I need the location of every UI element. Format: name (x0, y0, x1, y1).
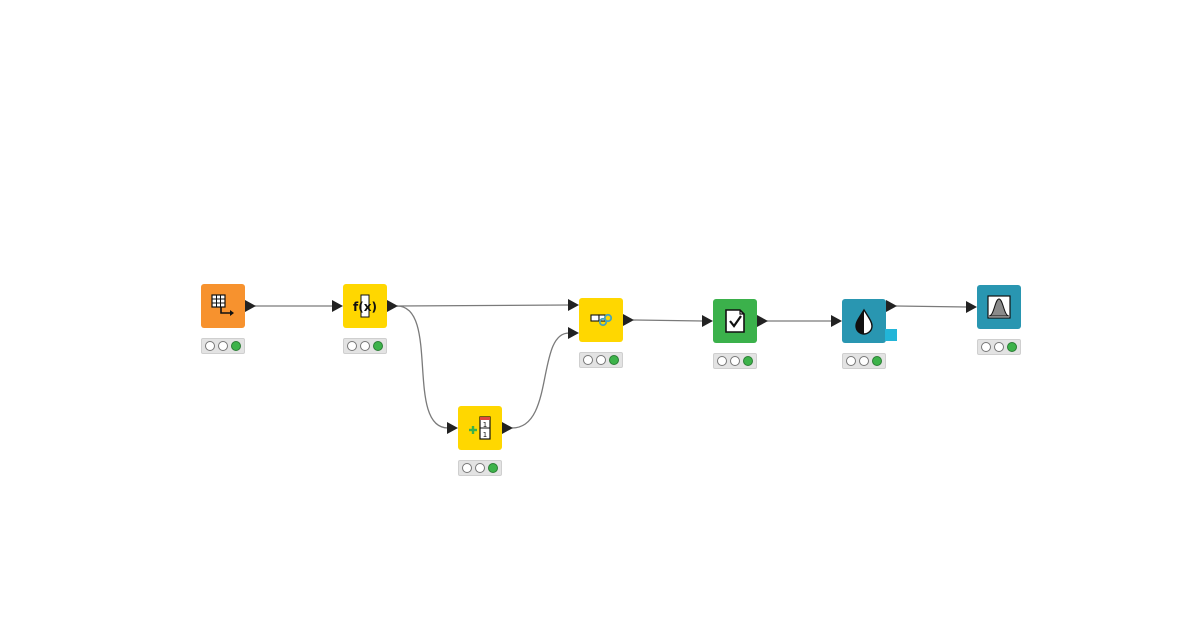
status-light-green (1007, 342, 1017, 352)
status-light-red (347, 341, 357, 351)
node-distribution-view-body[interactable] (977, 285, 1021, 329)
status-light-red (462, 463, 472, 473)
node-table-creator-output-port[interactable] (245, 300, 256, 312)
table-creator-icon (211, 294, 234, 316)
connection-math-formula-joiner[interactable] (396, 304, 570, 307)
node-math-formula-input-port[interactable] (332, 300, 343, 312)
status-light-yellow (475, 463, 485, 473)
status-light-red (717, 356, 727, 366)
node-joiner-status (579, 352, 623, 368)
svg-text:1: 1 (483, 431, 487, 439)
node-joiner-body[interactable] (579, 298, 623, 342)
node-distribution-view-input-port[interactable] (966, 301, 977, 313)
connection-joiner-validation[interactable] (632, 319, 704, 322)
color-drop-icon (855, 308, 873, 335)
status-light-yellow (596, 355, 606, 365)
document-check-icon (725, 309, 745, 333)
node-table-creator-body[interactable] (201, 284, 245, 328)
node-counter-generation-output-port[interactable] (502, 422, 513, 434)
math-formula-icon: f(x) (353, 294, 377, 318)
status-light-red (846, 356, 856, 366)
status-light-yellow (859, 356, 869, 366)
status-light-yellow (218, 341, 228, 351)
node-color-manager-output-port[interactable] (886, 300, 897, 312)
connection-color-manager-distribution-view[interactable] (895, 305, 968, 308)
joiner-icon (590, 313, 613, 327)
node-color-manager-body[interactable] (842, 299, 886, 343)
status-light-red (205, 341, 215, 351)
node-joiner-input-port-bottom[interactable] (568, 327, 579, 339)
status-light-yellow (994, 342, 1004, 352)
status-light-green (609, 355, 619, 365)
node-math-formula-output-port[interactable] (387, 300, 398, 312)
node-validation-output-port[interactable] (757, 315, 768, 327)
node-table-creator-status (201, 338, 245, 354)
status-light-green (872, 356, 882, 366)
node-joiner-input-port-top[interactable] (568, 299, 579, 311)
status-light-green (231, 341, 241, 351)
status-light-green (488, 463, 498, 473)
connection-counter-generation-joiner[interactable] (511, 332, 570, 429)
connection-math-formula-counter-generation[interactable] (396, 305, 449, 429)
node-validation-input-port[interactable] (702, 315, 713, 327)
node-joiner-output-port[interactable] (623, 314, 634, 326)
status-light-yellow (360, 341, 370, 351)
status-light-yellow (730, 356, 740, 366)
node-counter-generation-input-port[interactable] (447, 422, 458, 434)
status-light-red (583, 355, 593, 365)
node-color-manager-status (842, 353, 886, 369)
node-math-formula-body[interactable]: f(x) (343, 284, 387, 328)
node-validation-body[interactable] (713, 299, 757, 343)
node-distribution-view-status (977, 339, 1021, 355)
status-light-green (743, 356, 753, 366)
svg-text:f(x): f(x) (353, 300, 377, 314)
svg-text:1: 1 (483, 421, 487, 429)
node-color-manager-input-port[interactable] (831, 315, 842, 327)
node-counter-generation-status (458, 460, 502, 476)
status-light-green (373, 341, 383, 351)
node-validation-status (713, 353, 757, 369)
node-math-formula-status (343, 338, 387, 354)
counter-generation-icon: 1 1 (469, 416, 491, 440)
distribution-curve-icon (987, 295, 1011, 319)
status-light-red (981, 342, 991, 352)
node-color-manager-flow-variable-port[interactable] (885, 329, 897, 341)
node-counter-generation-body[interactable]: 1 1 (458, 406, 502, 450)
